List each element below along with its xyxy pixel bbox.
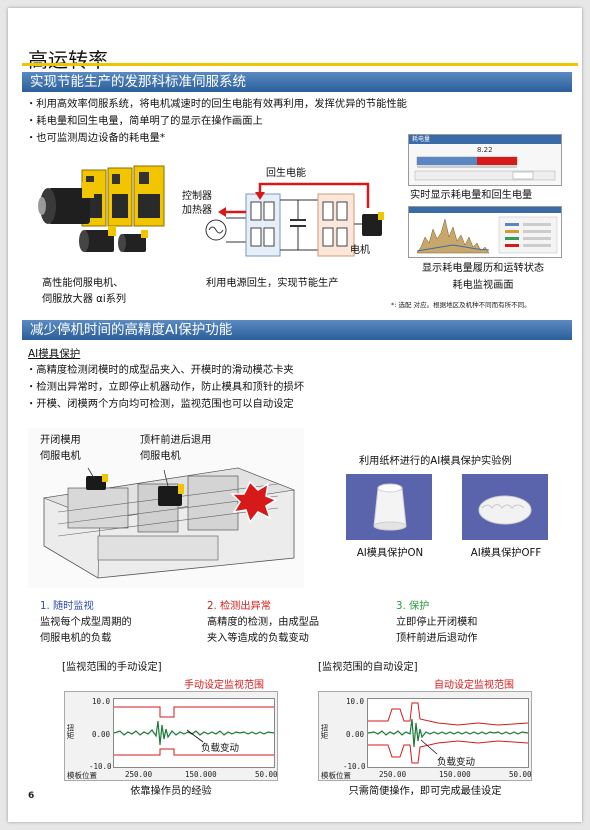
motor-caption-line-1: 高性能伺服电机、: [42, 278, 124, 289]
motor-caption-line-2: 伺服放大器 αi系列: [42, 294, 127, 305]
screen-titlebar: 耗电量: [409, 135, 561, 144]
auto-caption: 只需简便操作，即可完成最佳设定: [348, 786, 502, 797]
manual-ylabel: 扭矩: [66, 724, 75, 739]
regeneration-circuit-diagram: [178, 158, 388, 273]
cup-on-label: AI模具保护ON: [356, 548, 424, 559]
controller-heater-label: 控制器 加热器: [182, 190, 212, 218]
page-number: 6: [28, 791, 35, 801]
motor-caption: 高性能伺服电机、 伺服放大器 αi系列: [42, 276, 172, 308]
mold-motor-label-line-1: 开闭模用: [40, 435, 81, 446]
energy-bullet-list: ・利用高效率伺服系统，将电机减速时的回生电能有效再利用，发挥优异的节能性能 ・耗…: [26, 96, 576, 147]
energy-bullet-3: ・也可监测周边设备的耗电量*: [26, 132, 166, 144]
manual-annotation: 负载变动: [201, 743, 240, 754]
circuit-caption: 利用电源回生，实现节能生产: [206, 278, 339, 289]
auto-annotation: 负载变动: [437, 757, 476, 768]
step-3-line-2: 顶杆前进后退动作: [396, 633, 478, 644]
cup-on-image: [346, 474, 432, 540]
auto-plot-area: [367, 698, 529, 768]
auto-xtick-left: 250.00: [379, 770, 407, 779]
ai-mold-protect-subtitle: AI模具保护: [28, 348, 81, 360]
motor-label: 电机: [350, 245, 370, 256]
auto-xtick-right: 50.00: [509, 770, 532, 779]
auto-ylabel: 扭矩: [320, 724, 329, 739]
cup-off-image: [462, 474, 548, 540]
step-1-title: 1. 随时监视: [40, 601, 94, 612]
regen-energy-label: 回生电能: [266, 168, 306, 179]
energy-footnote: *: 选配 对应。根据地区及机种不同而有所不同。: [391, 301, 531, 309]
auto-red-label: 自动设定监视范围: [434, 680, 514, 691]
step-2-line-2: 夹入等造成的负载变动: [207, 633, 309, 644]
manual-chart-heading: [监视范围的手动设定]: [62, 662, 162, 673]
section-header-ai-protect: 减少停机时间的高精度AI保护功能: [22, 320, 572, 340]
auto-monitor-chart: 扭矩 10.0 0.00 -10.0 负载变动 模板位置 250.00 150.…: [318, 691, 532, 781]
manual-ytick-top: 10.0: [92, 697, 111, 706]
step-2-title: 2. 检测出异常: [207, 601, 271, 612]
ai-bullet-list: ・高精度检测闭模时的成型品夹入、开模时的滑动模芯卡夹 ・检测出异常时，立即停止机…: [26, 362, 576, 413]
page-title: 高运转率: [28, 48, 108, 72]
step-detect: 2. 检测出异常 高精度的检测，由成型品 夹入等造成的负载变动: [207, 599, 319, 647]
title-underline: [22, 63, 578, 66]
step-3-title: 3. 保护: [396, 601, 430, 612]
ai-bullet-1: ・高精度检测闭模时的成型品夹入、开模时的滑动模芯卡夹: [26, 364, 294, 376]
manual-red-label: 手动设定监视范围: [184, 680, 264, 691]
manual-xtick-mid: 150.000: [185, 770, 217, 779]
injection-machine-image: [28, 428, 304, 588]
step-1-line-1: 监视每个成型周期的: [40, 617, 132, 628]
manual-ytick-mid: 0.00: [92, 730, 111, 739]
auto-ytick-mid: 0.00: [346, 730, 365, 739]
step-3-line-1: 立即停止开闭模和: [396, 617, 478, 628]
auto-ytick-top: 10.0: [346, 697, 365, 706]
energy-bullet-2: ・耗电量和回生电量，简单明了的显示在操作画面上: [26, 115, 263, 127]
screen2-caption-line-1: 显示耗电量履历和运转状态: [421, 263, 545, 274]
ejector-motor-label: 顶杆前进后退用 伺服电机: [140, 433, 211, 465]
step-2-line-1: 高精度的检测，由成型品: [207, 617, 320, 628]
cup-off-label: AI模具保护OFF: [470, 548, 542, 559]
auto-chart-heading: [监视范围的自动设定]: [318, 662, 418, 673]
step-protect: 3. 保护 立即停止开闭模和 顶杆前进后退动作: [396, 599, 478, 647]
servo-motor-amplifier-image: [24, 160, 174, 270]
section-header-energy: 实现节能生产的发那科标准伺服系统: [22, 72, 572, 92]
screen2-caption-line-2: 耗电监视画面: [452, 280, 514, 291]
manual-xtick-right: 50.00: [255, 770, 278, 779]
experiment-title: 利用纸杯进行的AI模具保护实验例: [359, 456, 512, 467]
screen2-caption: 显示耗电量履历和运转状态 耗电监视画面: [403, 260, 563, 294]
controller-label: 控制器: [182, 191, 212, 202]
screen-tab-label: 耗电量: [412, 136, 431, 143]
heater-label: 加热器: [182, 205, 212, 216]
step-monitor: 1. 随时监视 监视每个成型周期的 伺服电机的负载: [40, 599, 132, 647]
auto-xlabel: 模板位置: [321, 771, 351, 780]
energy-meter-screen: 耗电量 8.22: [408, 134, 562, 186]
energy-bullet-1: ・利用高效率伺服系统，将电机减速时的回生电能有效再利用，发挥优异的节能性能: [26, 98, 407, 110]
manual-xtick-left: 250.00: [125, 770, 153, 779]
manual-monitor-chart: 扭矩 10.0 0.00 -10.0 负载变动 模板位置 250.00 150.…: [64, 691, 278, 781]
ai-bullet-3: ・开模、闭模两个方向均可检测，监视范围也可以自动设定: [26, 398, 294, 410]
manual-xlabel: 模板位置: [67, 771, 97, 780]
meter-value: 8.22: [477, 146, 493, 154]
document-page: 高运转率 实现节能生产的发那科标准伺服系统 ・利用高效率伺服系统，将电机减速时的…: [8, 8, 582, 822]
manual-ytick-bottom: -10.0: [89, 762, 112, 771]
manual-caption: 依靠操作员的经验: [130, 786, 212, 797]
ejector-motor-label-line-1: 顶杆前进后退用: [140, 435, 212, 446]
mold-motor-label-line-2: 伺服电机: [40, 451, 81, 462]
mold-motor-label: 开闭模用 伺服电机: [40, 433, 81, 465]
ai-bullet-2: ・检测出异常时，立即停止机器动作，防止模具和顶针的损坏: [26, 381, 305, 393]
manual-plot-area: [113, 698, 275, 768]
step-1-line-2: 伺服电机的负载: [40, 633, 112, 644]
energy-history-screen: [408, 206, 562, 258]
ejector-motor-label-line-2: 伺服电机: [140, 451, 181, 462]
screen1-caption: 实时显示耗电量和回生电量: [410, 190, 533, 201]
auto-xtick-mid: 150.000: [439, 770, 471, 779]
auto-ytick-bottom: -10.0: [343, 762, 366, 771]
